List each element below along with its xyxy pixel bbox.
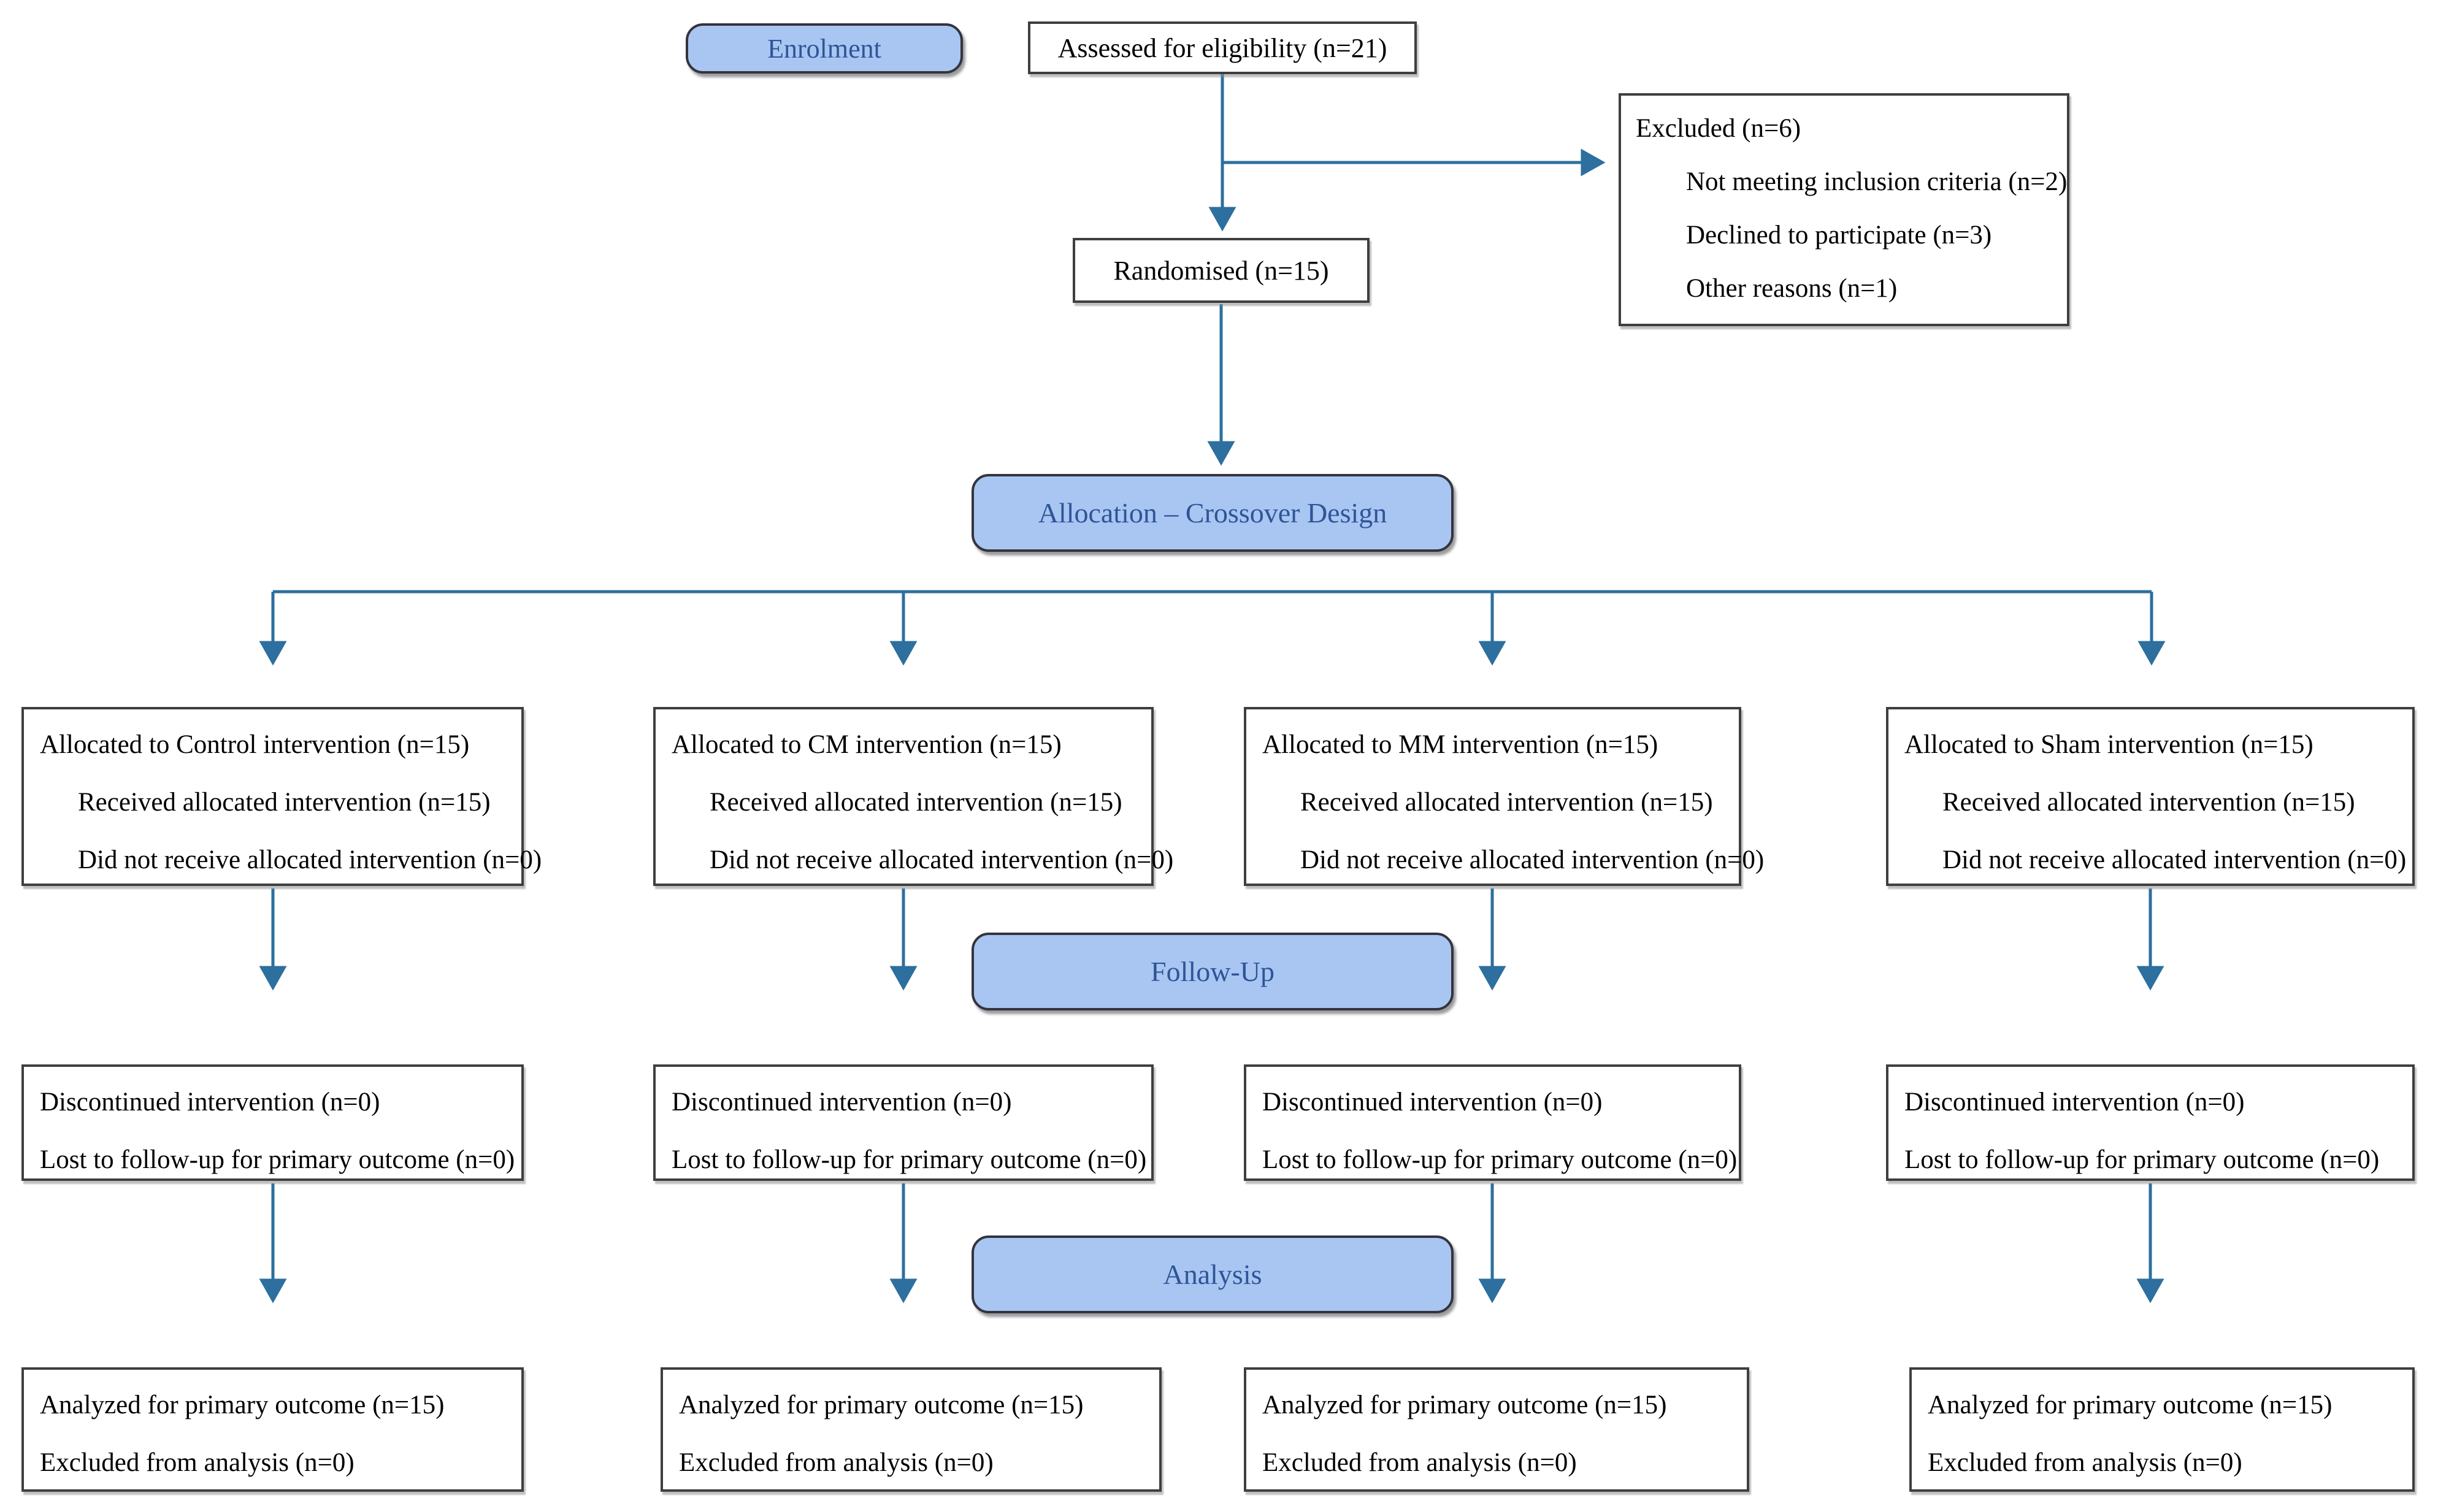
allocation-item: Received allocated intervention (n=15) — [78, 788, 491, 817]
analysis-line: Analyzed for primary outcome (n=15) — [679, 1391, 1084, 1419]
analysis-box-cm: Analyzed for primary outcome (n=15) Excl… — [661, 1367, 1162, 1492]
followup-line: Lost to follow-up for primary outcome (n… — [40, 1145, 515, 1174]
analysis-box-mm: Analyzed for primary outcome (n=15) Excl… — [1244, 1367, 1749, 1492]
analysis-line: Analyzed for primary outcome (n=15) — [40, 1391, 445, 1419]
randomised-box: Randomised (n=15) — [1073, 238, 1370, 303]
allocation-title: Allocated to CM intervention (n=15) — [672, 730, 1062, 759]
assessed-box: Assessed for eligibility (n=21) — [1028, 21, 1417, 74]
excluded-item: Not meeting inclusion criteria (n=2) — [1686, 167, 2068, 196]
excluded-title: Excluded (n=6) — [1636, 114, 1801, 143]
allocation-box-sham: Allocated to Sham intervention (n=15) Re… — [1886, 707, 2415, 886]
allocation-item: Did not receive allocated intervention (… — [1300, 846, 1765, 874]
enrolment-banner-label: Enrolment — [767, 33, 881, 64]
analysis-line: Excluded from analysis (n=0) — [1262, 1448, 1577, 1477]
followup-box-mm: Discontinued intervention (n=0) Lost to … — [1244, 1064, 1741, 1181]
allocation-title: Allocated to MM intervention (n=15) — [1262, 730, 1658, 759]
analysis-line: Excluded from analysis (n=0) — [1928, 1448, 2242, 1477]
allocation-item: Received allocated intervention (n=15) — [1300, 788, 1713, 817]
followup-box-cm: Discontinued intervention (n=0) Lost to … — [653, 1064, 1154, 1181]
enrolment-banner: Enrolment — [686, 23, 963, 74]
allocation-item: Received allocated intervention (n=15) — [1942, 788, 2355, 817]
allocation-banner: Allocation – Crossover Design — [972, 474, 1454, 552]
allocation-banner-label: Allocation – Crossover Design — [1038, 497, 1387, 529]
analysis-line: Analyzed for primary outcome (n=15) — [1928, 1391, 2333, 1419]
allocation-item: Did not receive allocated intervention (… — [710, 846, 1174, 874]
analysis-banner: Analysis — [972, 1235, 1454, 1313]
followup-line: Discontinued intervention (n=0) — [1262, 1088, 1603, 1117]
followup-box-control: Discontinued intervention (n=0) Lost to … — [21, 1064, 524, 1181]
analysis-line: Excluded from analysis (n=0) — [40, 1448, 355, 1477]
analysis-box-sham: Analyzed for primary outcome (n=15) Excl… — [1909, 1367, 2415, 1492]
followup-line: Lost to follow-up for primary outcome (n… — [1904, 1145, 2380, 1174]
analysis-box-control: Analyzed for primary outcome (n=15) Excl… — [21, 1367, 524, 1492]
followup-line: Lost to follow-up for primary outcome (n… — [672, 1145, 1147, 1174]
analysis-line: Excluded from analysis (n=0) — [679, 1448, 994, 1477]
allocation-box-cm: Allocated to CM intervention (n=15) Rece… — [653, 707, 1174, 886]
allocation-title: Allocated to Sham intervention (n=15) — [1904, 730, 2313, 759]
followup-line: Discontinued intervention (n=0) — [672, 1088, 1012, 1117]
allocation-box-control: Allocated to Control intervention (n=15)… — [21, 707, 542, 886]
followup-banner-label: Follow-Up — [1151, 956, 1275, 987]
followup-line: Lost to follow-up for primary outcome (n… — [1262, 1145, 1738, 1174]
allocation-item: Received allocated intervention (n=15) — [710, 788, 1122, 817]
allocation-title: Allocated to Control intervention (n=15) — [40, 730, 470, 759]
excluded-box: Excluded (n=6) Not meeting inclusion cri… — [1619, 93, 2069, 326]
randomised-label: Randomised (n=15) — [1113, 255, 1329, 286]
excluded-item: Declined to participate (n=3) — [1686, 221, 1992, 250]
followup-box-sham: Discontinued intervention (n=0) Lost to … — [1886, 1064, 2415, 1181]
followup-line: Discontinued intervention (n=0) — [1904, 1088, 2245, 1117]
allocation-box-mm: Allocated to MM intervention (n=15) Rece… — [1244, 707, 1765, 886]
analysis-banner-label: Analysis — [1163, 1259, 1262, 1290]
followup-line: Discontinued intervention (n=0) — [40, 1088, 380, 1117]
allocation-item: Did not receive allocated intervention (… — [1942, 846, 2407, 874]
followup-banner: Follow-Up — [972, 933, 1454, 1010]
allocation-item: Did not receive allocated intervention (… — [78, 846, 542, 874]
excluded-item: Other reasons (n=1) — [1686, 274, 1898, 303]
assessed-label: Assessed for eligibility (n=21) — [1057, 32, 1387, 63]
analysis-line: Analyzed for primary outcome (n=15) — [1262, 1391, 1667, 1419]
